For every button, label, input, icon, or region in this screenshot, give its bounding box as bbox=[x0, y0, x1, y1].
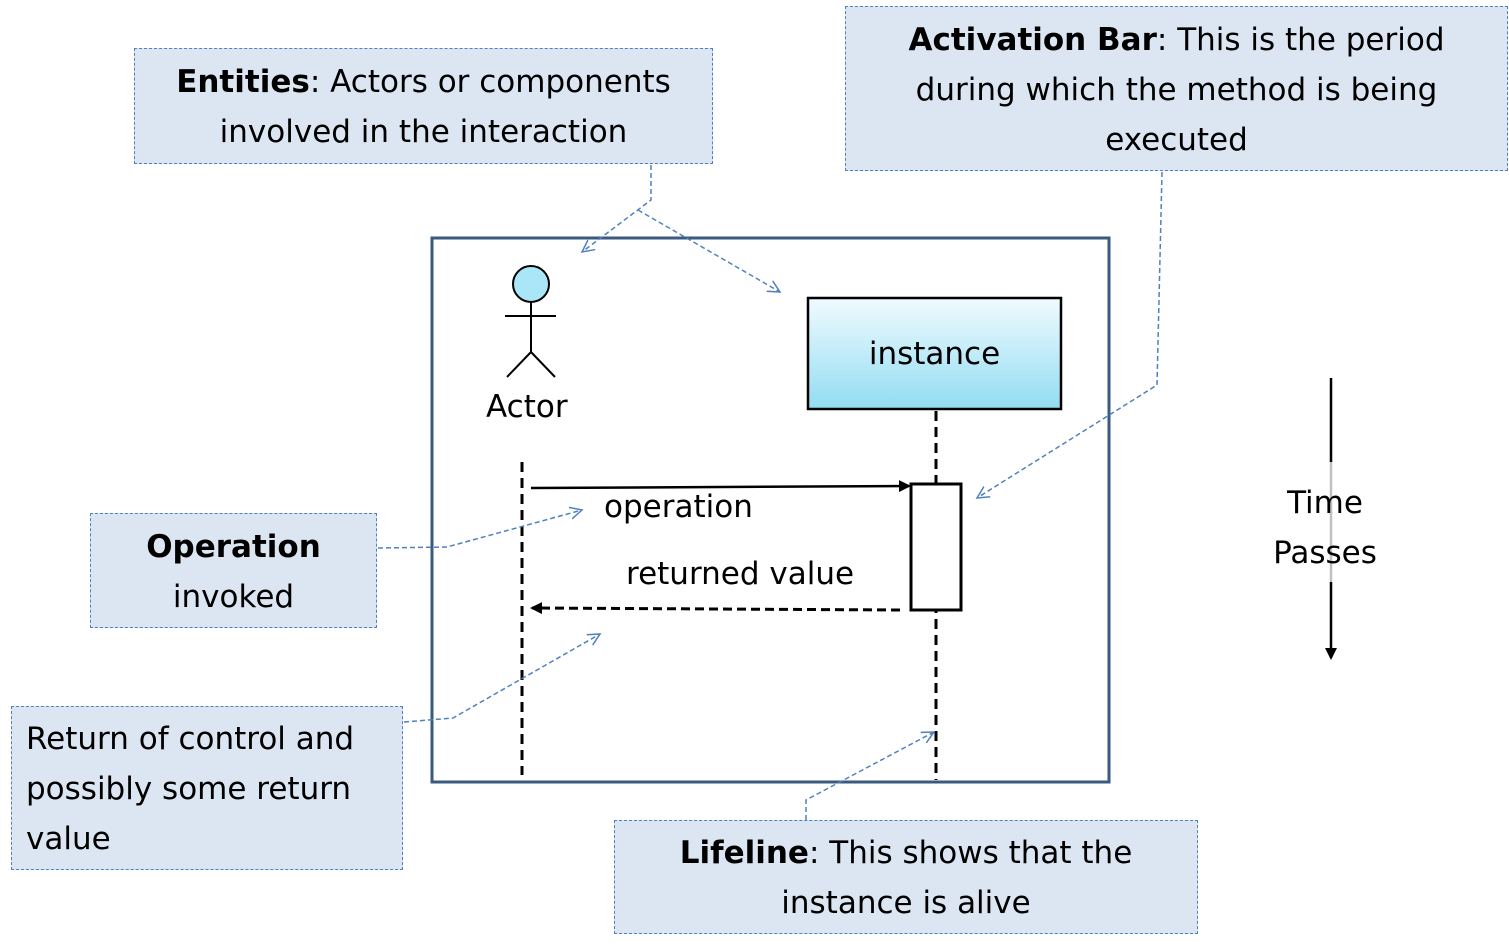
activation-bar-callout: Activation Bar: This is the period durin… bbox=[845, 6, 1508, 171]
return-arrow bbox=[530, 602, 901, 615]
lifeline-text: This shows that the instance is alive bbox=[781, 835, 1133, 921]
operation-connector bbox=[377, 510, 582, 549]
activation-connector bbox=[977, 171, 1163, 498]
return-text: Return of control and possibly some retu… bbox=[26, 721, 355, 857]
operation-callout: Operation invoked bbox=[90, 513, 377, 628]
activation-text: This is the period during which the meth… bbox=[915, 22, 1445, 158]
operation-text: invoked bbox=[172, 579, 295, 615]
activation-separator: : bbox=[1156, 22, 1168, 58]
entities-term: Entities bbox=[176, 64, 310, 100]
time-label-line1: Time bbox=[1287, 485, 1363, 521]
time-passes-label: Time Passes bbox=[1250, 478, 1400, 578]
return-connector bbox=[403, 634, 600, 723]
lifeline-term: Lifeline bbox=[679, 835, 809, 871]
diagram-frame bbox=[430, 236, 1111, 784]
lifeline-separator: : bbox=[808, 835, 820, 871]
entities-separator: : bbox=[309, 64, 321, 100]
entities-connector-instance bbox=[637, 209, 780, 292]
operation-label: operation bbox=[604, 489, 753, 525]
time-label-line2: Passes bbox=[1273, 535, 1377, 571]
instance-box bbox=[806, 296, 1063, 411]
actor-icon bbox=[505, 265, 556, 378]
entities-callout: Entities: Actors or components involved … bbox=[134, 48, 713, 164]
return-callout: Return of control and possibly some retu… bbox=[11, 706, 403, 870]
operation-term: Operation bbox=[146, 529, 321, 565]
returned-value-label: returned value bbox=[626, 556, 855, 592]
entities-connector-actor bbox=[582, 165, 652, 252]
actor-label: Actor bbox=[486, 389, 568, 425]
lifeline-connector bbox=[805, 732, 934, 820]
activation-term: Activation Bar bbox=[908, 22, 1157, 58]
activation-bar bbox=[909, 482, 963, 612]
entities-text: Actors or components involved in the int… bbox=[219, 64, 671, 150]
instance-label: instance bbox=[868, 336, 1001, 372]
operation-arrow bbox=[530, 480, 911, 493]
lifeline-callout: Lifeline: This shows that the instance i… bbox=[614, 820, 1198, 934]
